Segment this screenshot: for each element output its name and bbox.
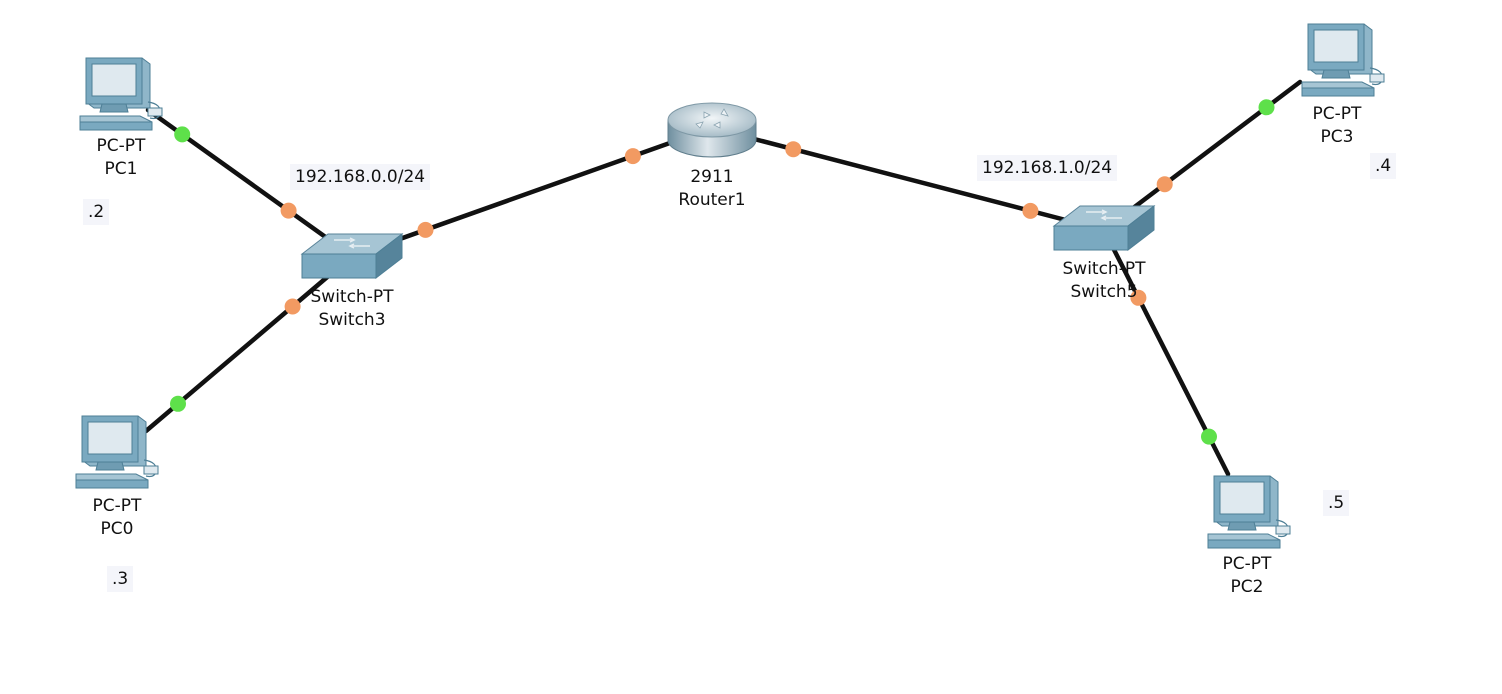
pc3-model: PC-PT (1312, 104, 1362, 124)
port-status-pc2-link5 (1201, 428, 1217, 445)
pc3-host-note: .4 (1370, 153, 1397, 179)
port-status-switch5-link3 (1022, 202, 1039, 219)
pc2-label: PC-PT PC2 (1192, 553, 1302, 599)
switch5[interactable] (1052, 204, 1156, 254)
port-status-router1-link3 (785, 141, 802, 158)
switch5-model: Switch-PT (1062, 259, 1146, 279)
switch3-label: Switch-PT Switch3 (290, 286, 414, 332)
pc0-label: PC-PT PC0 (62, 495, 172, 541)
pc2[interactable] (1204, 474, 1294, 550)
pc1-host-note: .2 (83, 199, 110, 225)
port-status-switch3-link0 (280, 202, 297, 219)
link-router1-switch5[interactable] (709, 125, 1107, 233)
network-note-1: 192.168.0.0/24 (290, 164, 431, 190)
pc1-name: PC1 (104, 159, 138, 179)
port-status-router1-link2 (624, 148, 641, 165)
pc0[interactable] (72, 414, 162, 490)
pc1-label: PC-PT PC1 (66, 135, 176, 181)
pc3-label: PC-PT PC3 (1282, 103, 1392, 149)
pc3-name: PC3 (1320, 127, 1354, 147)
pc2-name: PC2 (1230, 577, 1264, 597)
pc-icon (1301, 23, 1385, 97)
pc0-model: PC-PT (92, 496, 142, 516)
pc3[interactable] (1298, 22, 1388, 98)
port-status-switch5-link5 (1130, 289, 1147, 306)
network-note-2: 192.168.1.0/24 (977, 155, 1118, 181)
pc0-name: PC0 (100, 519, 134, 539)
switch5-name: Switch5 (1070, 282, 1138, 302)
pc0-host-note: .3 (107, 566, 134, 592)
switch-icon (1052, 204, 1156, 252)
port-status-switch5-link4 (1156, 176, 1173, 193)
port-status-pc0-link1 (170, 395, 186, 412)
switch3-name: Switch3 (318, 310, 386, 330)
switch3[interactable] (300, 232, 404, 282)
link-switch3-router1[interactable] (349, 125, 715, 259)
port-status-switch3-link2 (417, 221, 434, 238)
router1-name: Router1 (678, 190, 746, 210)
router1-model: 2911 (690, 167, 734, 187)
router1-label: 2911 Router1 (652, 166, 772, 212)
switch-icon (300, 232, 404, 280)
pc-icon (79, 57, 163, 131)
pc2-model: PC-PT (1222, 554, 1272, 574)
pc2-host-note: .5 (1323, 490, 1350, 516)
pc1[interactable] (76, 56, 166, 132)
port-status-pc3-link4 (1258, 99, 1275, 116)
port-status-pc1-link0 (174, 126, 191, 143)
pc1-model: PC-PT (96, 136, 146, 156)
switch5-label: Switch-PT Switch5 (1042, 258, 1166, 304)
pc-icon (1207, 475, 1291, 549)
router-icon (667, 102, 757, 158)
router1[interactable] (666, 100, 758, 160)
port-status-switch3-link1 (284, 298, 301, 315)
pc-icon (75, 415, 159, 489)
switch3-model: Switch-PT (310, 287, 394, 307)
